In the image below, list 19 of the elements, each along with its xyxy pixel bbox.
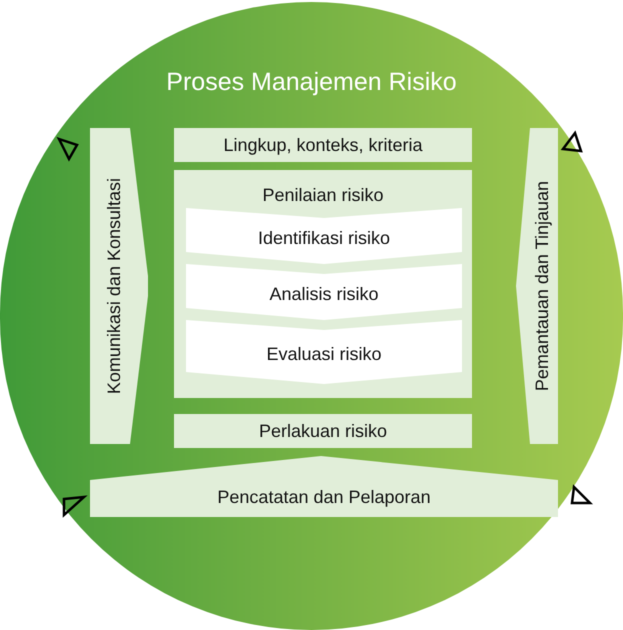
step-label: Lingkup, konteks, kriteria [223, 134, 423, 157]
step-label: Komunikasi dan Konsultasi [102, 178, 124, 394]
step-label: Pemantauan dan Tinjauan [530, 180, 553, 392]
chevron-box [186, 320, 462, 384]
step-label: Perlakuan risiko [258, 420, 388, 442]
base-bar [90, 456, 558, 517]
process-box [174, 128, 472, 162]
step-label: Identifikasi risiko [258, 226, 390, 250]
side-arrow-bar [90, 128, 148, 444]
step-label: Pencatatan dan Pelaporan [217, 486, 431, 509]
chevron-box [186, 264, 462, 320]
diagram-heading: Proses Manajemen Risiko [166, 67, 457, 98]
step-label: Evaluasi risiko [266, 342, 382, 366]
chevron-box [186, 208, 462, 264]
assessment-panel [174, 170, 472, 398]
side-arrow-bar [516, 128, 558, 444]
process-box [174, 414, 472, 448]
step-label: Penilaian risiko [262, 184, 384, 207]
step-label: Analisis risiko [269, 282, 379, 306]
